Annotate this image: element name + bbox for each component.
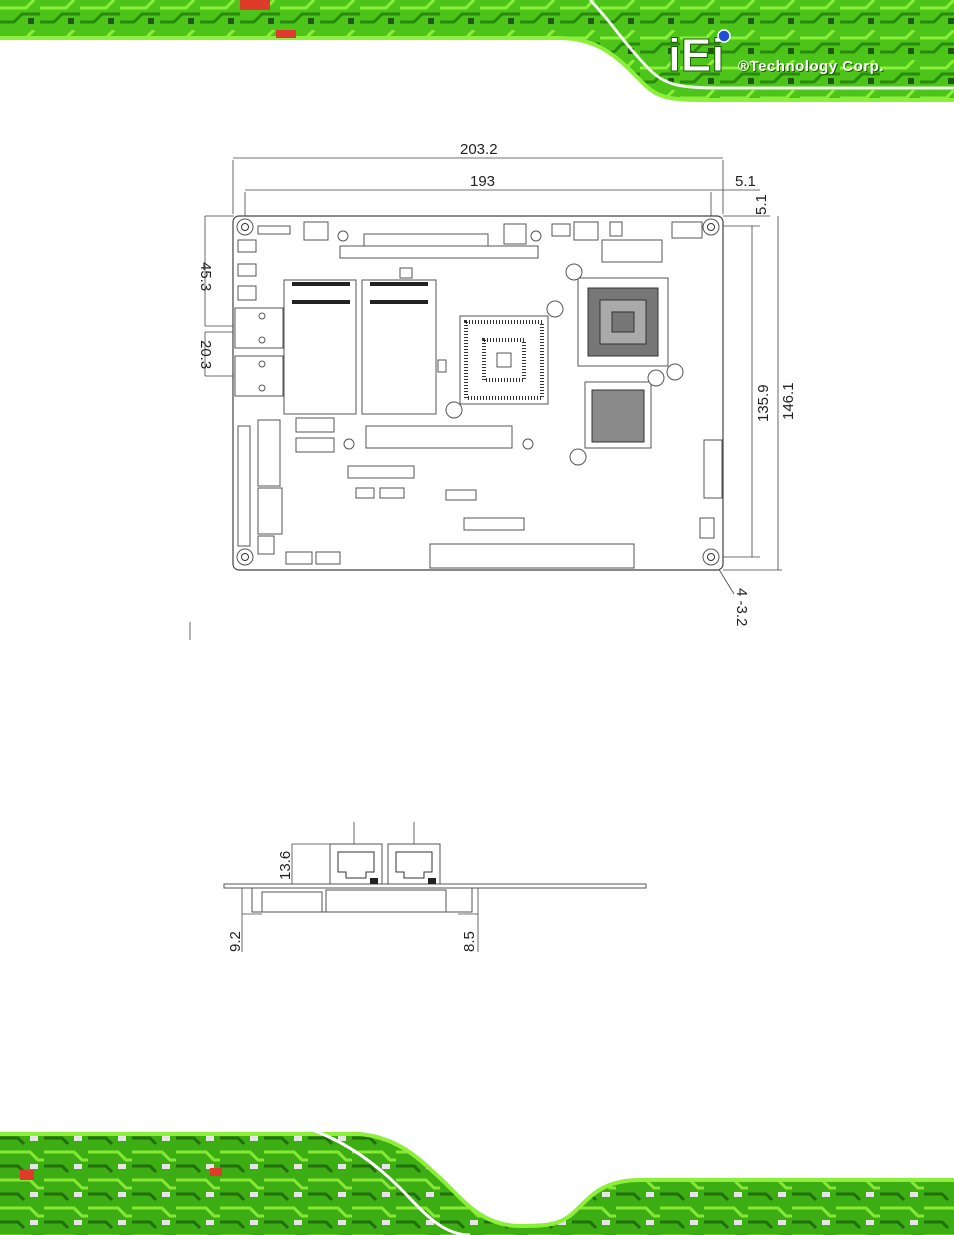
northbridge-chip — [566, 264, 683, 380]
footer-banner — [0, 1118, 954, 1235]
dim-bottom-left-clearance: 9.2 — [227, 931, 244, 952]
dim-hole-spacing-width: 193 — [470, 173, 495, 190]
header-banner — [0, 0, 954, 112]
top-view-diagram: 203.2 193 5.1 5.1 45.3 20.3 135.9 146.1 … — [180, 130, 800, 650]
dim-overall-width: 203.2 — [460, 141, 498, 158]
minipcie-slots — [284, 268, 446, 414]
dim-lan-upper-offset: 45.3 — [197, 262, 214, 291]
brand-tagline: ®Technology Corp. — [738, 58, 884, 75]
iei-logo: iEi — [666, 26, 736, 76]
side-pcb — [224, 884, 646, 912]
cpu-chip — [446, 301, 563, 418]
dim-lan-spacing: 20.3 — [197, 340, 214, 369]
side-view-diagram: 13.6 9.2 8.5 — [220, 816, 660, 962]
dim-hole-spacing-height: 135.9 — [755, 384, 772, 422]
dim-mounting-holes: 4 -3.2 — [733, 588, 750, 626]
dim-hole-offset-top: 5.1 — [753, 194, 770, 215]
dim-bottom-right-clearance: 8.5 — [461, 931, 478, 952]
dim-connector-height: 13.6 — [277, 851, 294, 880]
dim-hole-offset-right: 5.1 — [735, 173, 756, 190]
svg-text:iEi: iEi — [668, 29, 724, 76]
dim-overall-height: 146.1 — [780, 382, 797, 420]
side-lan-jack-icons — [330, 844, 440, 884]
